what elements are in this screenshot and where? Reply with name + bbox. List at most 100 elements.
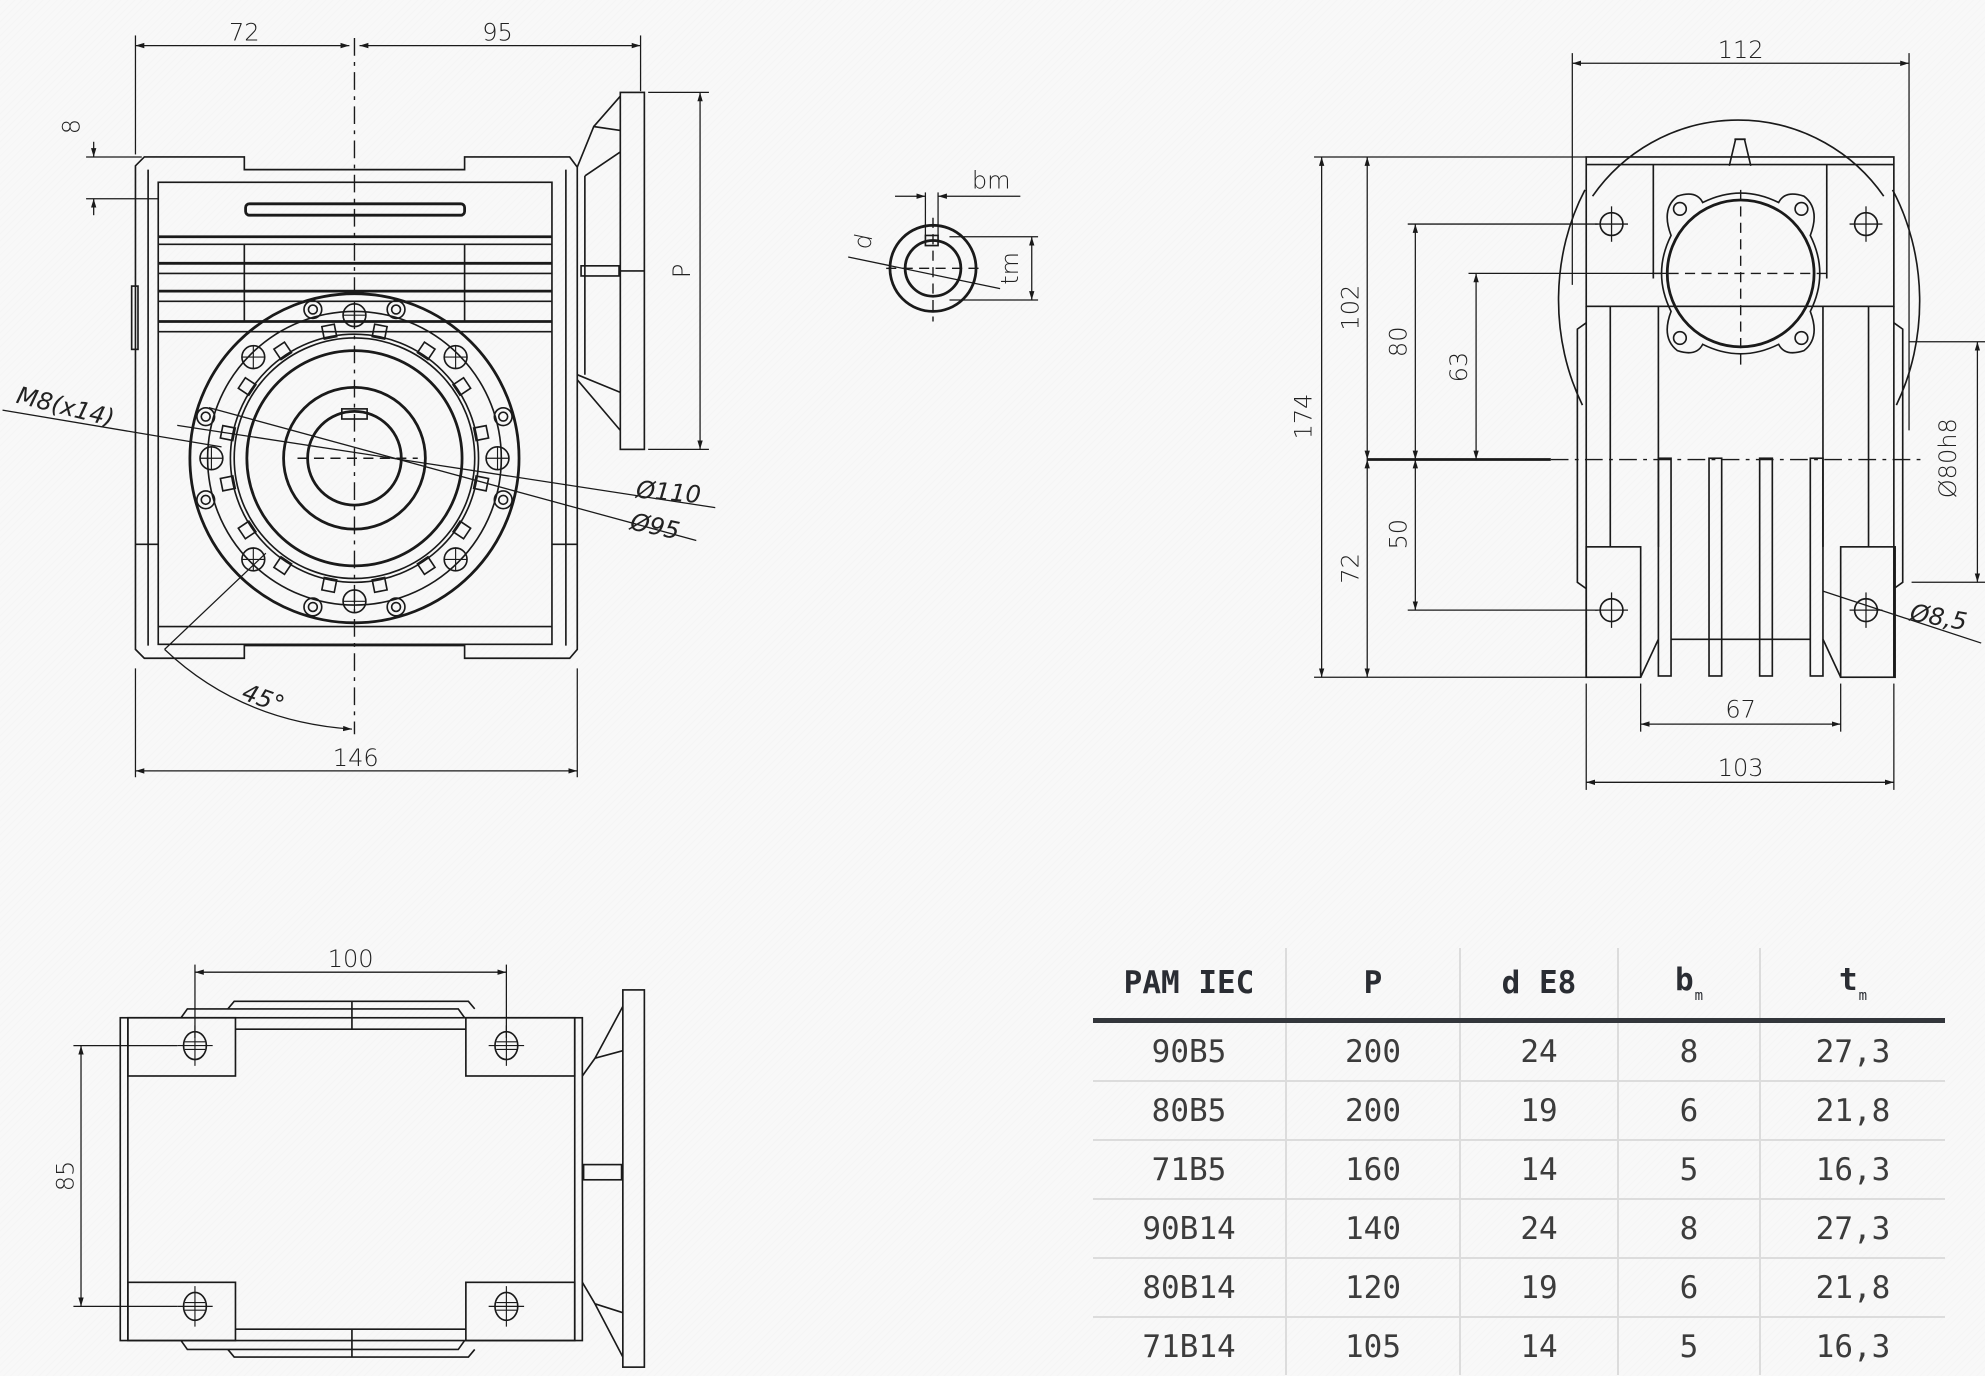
header-bm: bm bbox=[1617, 948, 1760, 1023]
table-header-row: PAM IEC P d E8 bm tm bbox=[1093, 948, 1945, 1023]
cell-d-e8: 14 bbox=[1459, 1317, 1618, 1375]
cell-d-e8: 19 bbox=[1459, 1081, 1618, 1141]
dim-8: 8 bbox=[58, 119, 86, 134]
dim-80: 80 bbox=[1384, 326, 1412, 357]
dim-95: 95 bbox=[482, 19, 513, 47]
cell-pam-iec: 71B14 bbox=[1142, 1328, 1236, 1365]
cell-pam-iec: 80B14 bbox=[1093, 1258, 1286, 1318]
bolt-hole-ring-icon bbox=[303, 299, 323, 320]
shaft-section-view: bm d tm bbox=[848, 167, 1039, 322]
cell-pam-iec: 90B14 bbox=[1093, 1199, 1286, 1259]
cell-bm: 8 bbox=[1617, 1020, 1760, 1082]
bolt-hole-crossed-icon bbox=[485, 446, 510, 471]
rib-mark bbox=[237, 376, 258, 397]
cooling-fin bbox=[1657, 457, 1672, 677]
dim-146: 146 bbox=[333, 744, 379, 772]
bolt-hole-ring-icon bbox=[303, 597, 323, 617]
label-m8x14: M8(x14) bbox=[14, 381, 117, 432]
dim-72-lower: 72 bbox=[1336, 553, 1364, 584]
dim-dia-8-5: Ø8,5 bbox=[1907, 598, 1969, 636]
dim-dia-110: Ø110 bbox=[634, 475, 702, 509]
dim-angle-45: 45° bbox=[238, 678, 288, 719]
cell-pam-iec: 90B5 bbox=[1093, 1020, 1286, 1082]
cell-d-e8: 14 bbox=[1459, 1140, 1618, 1200]
cell-tm: 16,3 bbox=[1759, 1140, 1945, 1200]
bottom-motor-flange bbox=[622, 989, 646, 1368]
cell-p: 160 bbox=[1285, 1140, 1460, 1200]
dim-85: 85 bbox=[51, 1161, 79, 1192]
rib-mark bbox=[219, 475, 237, 492]
cooling-fin bbox=[1708, 457, 1723, 677]
dim-72: 72 bbox=[229, 19, 260, 47]
dim-63: 63 bbox=[1445, 352, 1473, 383]
header-d-e8: d E8 bbox=[1459, 948, 1618, 1023]
cell-bm: 5 bbox=[1617, 1140, 1760, 1200]
rib-mark bbox=[371, 576, 389, 594]
rib-mark bbox=[472, 424, 490, 442]
rib-mark bbox=[416, 555, 437, 576]
dim-50: 50 bbox=[1384, 519, 1412, 550]
header-label: t bbox=[1838, 962, 1858, 998]
rib-mark bbox=[416, 340, 437, 361]
cell-p: 140 bbox=[1285, 1199, 1460, 1259]
housing-outline bbox=[134, 156, 579, 660]
header-label: b bbox=[1674, 962, 1694, 998]
bolt-hole-ring-icon bbox=[386, 597, 406, 617]
cell-bm: 6 bbox=[1617, 1258, 1760, 1318]
dim-67: 67 bbox=[1725, 696, 1756, 724]
header-p: P bbox=[1285, 948, 1460, 1023]
side-view: 112 174 102 72 80 50 63 Ø80h8 Ø8,5 67 bbox=[1290, 36, 1985, 790]
dim-174: 174 bbox=[1290, 394, 1318, 440]
dim-103: 103 bbox=[1718, 754, 1764, 782]
cell-tm: 21,8 bbox=[1759, 1258, 1945, 1318]
cell-pam-iec: 80B5 bbox=[1093, 1081, 1286, 1141]
dim-dia-95: Ø95 bbox=[627, 507, 682, 545]
dim-102: 102 bbox=[1336, 285, 1364, 331]
cell-p: 105 bbox=[1285, 1317, 1460, 1375]
bolt-hole-crossed-icon bbox=[241, 344, 266, 370]
cell-bm: 5 bbox=[1617, 1317, 1760, 1375]
header-tm: tm bbox=[1759, 948, 1945, 1023]
dim-112: 112 bbox=[1718, 36, 1764, 64]
cell-d-e8: 24 bbox=[1459, 1199, 1618, 1259]
dim-tm: tm bbox=[996, 252, 1024, 285]
foot-left bbox=[1585, 546, 1642, 679]
cell-pam-iec: 71B5 bbox=[1093, 1140, 1286, 1200]
cell-p: 120 bbox=[1285, 1258, 1460, 1318]
cell-d-e8: 24 bbox=[1459, 1020, 1618, 1082]
bolt-hole-ring-icon bbox=[386, 299, 406, 320]
bolt-hole-ring-icon bbox=[196, 406, 216, 427]
rib-mark bbox=[272, 555, 293, 576]
rib-mark bbox=[472, 475, 490, 492]
bottom-housing bbox=[119, 1016, 584, 1342]
bottom-view: 100 85 bbox=[51, 945, 646, 1368]
bolt-hole-ring-icon bbox=[196, 490, 216, 510]
rib-mark bbox=[237, 520, 258, 540]
rib-mark bbox=[320, 323, 338, 341]
foot-right bbox=[1839, 546, 1896, 679]
header-pam-iec: PAM IEC bbox=[1093, 948, 1286, 1023]
rib-mark bbox=[451, 520, 472, 540]
cell-p: 200 bbox=[1285, 1020, 1460, 1082]
header-label: PAM IEC bbox=[1123, 965, 1255, 1001]
header-label: P bbox=[1363, 965, 1383, 1001]
dim-100: 100 bbox=[328, 945, 374, 973]
cell-p: 200 bbox=[1285, 1081, 1460, 1141]
cell-bm: 8 bbox=[1617, 1199, 1760, 1259]
bolt-hole-crossed-icon bbox=[241, 547, 266, 572]
bolt-hole-ring-icon bbox=[493, 490, 513, 510]
dim-dia-80h8: Ø80h8 bbox=[1934, 418, 1962, 498]
dim-bm: bm bbox=[972, 167, 1011, 195]
bottom-mount-holes bbox=[177, 1025, 525, 1327]
front-view: 72 95 8 P M8(x14) Ø110 Ø95 45° 146 bbox=[2, 19, 716, 778]
bolt-hole-ring-icon bbox=[493, 406, 513, 427]
header-label: d E8 bbox=[1501, 965, 1577, 1001]
rib-mark bbox=[320, 576, 338, 594]
cell-tm: 27,3 bbox=[1759, 1199, 1945, 1259]
mount-hole-icon bbox=[177, 1286, 213, 1327]
